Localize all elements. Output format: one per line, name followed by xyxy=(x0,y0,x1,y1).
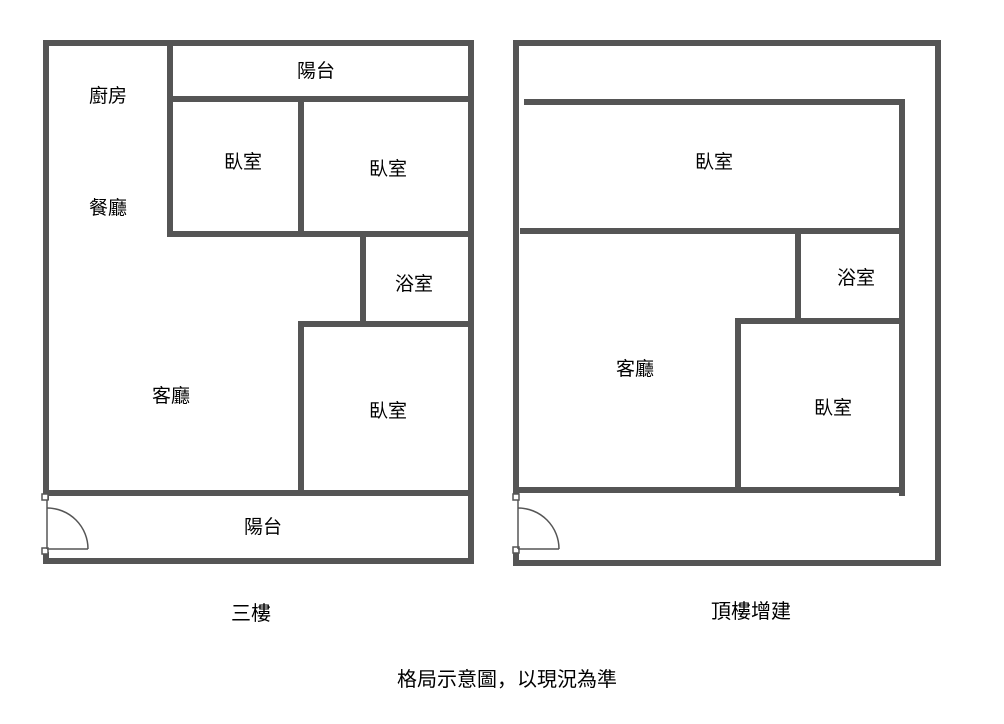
room-label-living: 客廳 xyxy=(616,358,654,380)
floor-3-plan: 廚房 陽台 臥室 臥室 餐廳 浴室 客廳 臥室 陽台 三樓 xyxy=(41,40,474,625)
room-label-balcony-top: 陽台 xyxy=(297,60,335,82)
roof-floor-walls xyxy=(513,40,941,566)
floor-3-walls xyxy=(43,40,474,564)
room-label-bedroom: 臥室 xyxy=(814,397,852,419)
footnote: 格局示意圖，以現況為準 xyxy=(397,667,617,691)
roof-floor-title: 頂樓增建 xyxy=(711,599,791,623)
roof-floor-entry-door xyxy=(512,493,560,554)
floor-3-entry-door xyxy=(41,493,89,555)
room-label-dining: 餐廳 xyxy=(89,197,127,219)
room-label-bedroom-1: 臥室 xyxy=(224,151,262,173)
room-label-balcony-bottom: 陽台 xyxy=(244,516,282,538)
room-label-bedroom-top: 臥室 xyxy=(695,151,733,173)
room-label-bathroom: 浴室 xyxy=(395,273,433,295)
roof-floor-plan: 臥室 浴室 客廳 臥室 頂樓增建 xyxy=(512,40,941,623)
room-label-bathroom: 浴室 xyxy=(837,267,875,289)
room-label-kitchen: 廚房 xyxy=(89,84,127,107)
room-label-bedroom-2: 臥室 xyxy=(369,158,407,180)
room-label-living: 客廳 xyxy=(152,385,190,407)
floor-3-title: 三樓 xyxy=(231,601,271,625)
room-label-bedroom-3: 臥室 xyxy=(369,400,407,422)
